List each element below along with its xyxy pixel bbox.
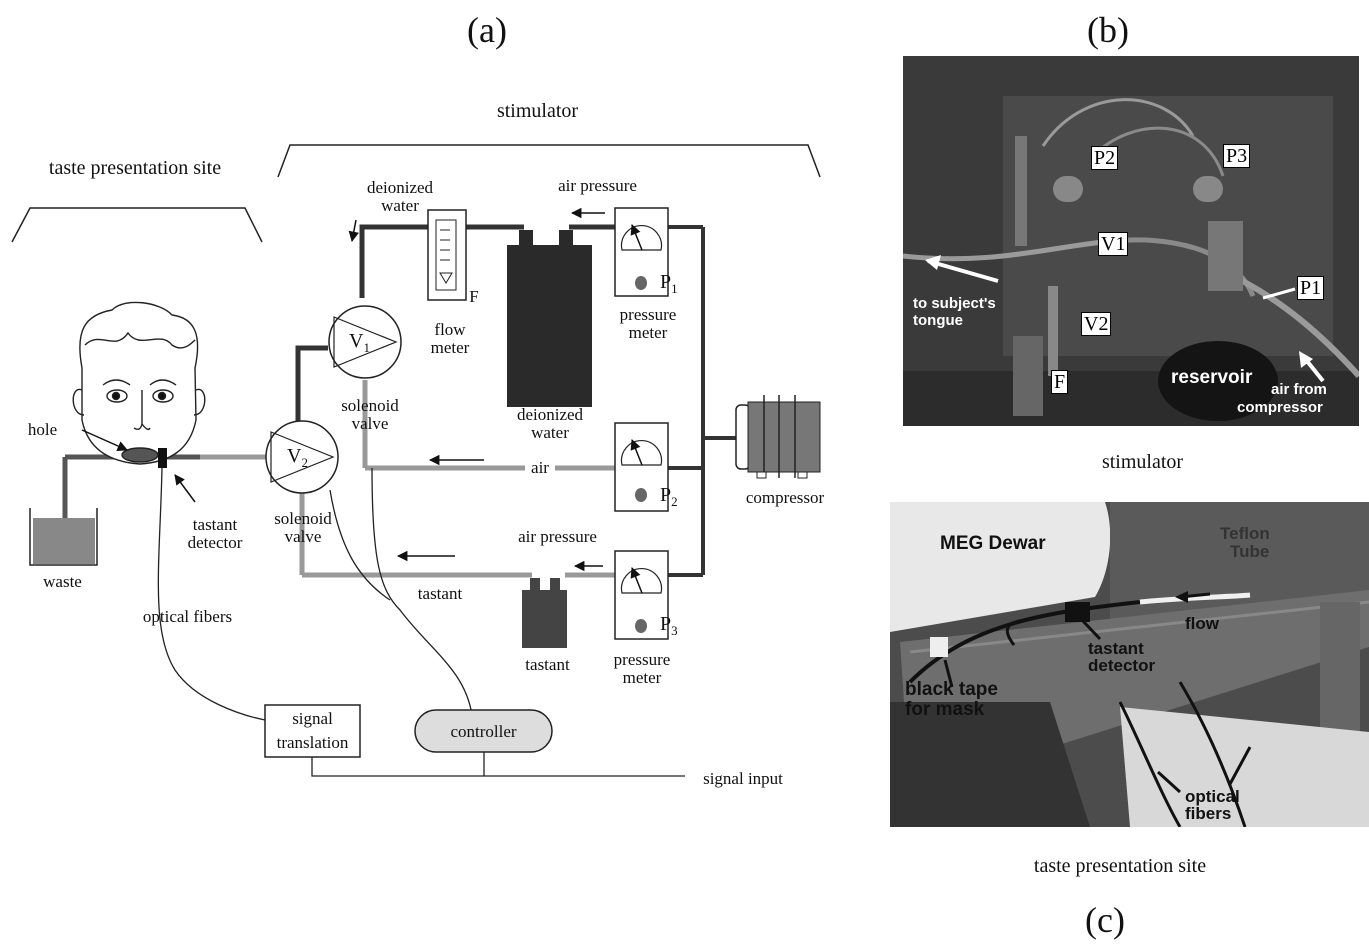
pressure-meter-top-label-1: pressure bbox=[598, 305, 698, 324]
optical-fibers-label: optical fibers bbox=[125, 607, 250, 626]
subject-face bbox=[73, 302, 205, 464]
tastant-bottle-label: tastant bbox=[510, 655, 585, 674]
waste-label: waste bbox=[30, 572, 95, 591]
compressor bbox=[736, 395, 820, 478]
hole-label: hole bbox=[20, 420, 65, 439]
stimulator-title: stimulator bbox=[470, 100, 605, 122]
tastant-detector-label-2: detector bbox=[170, 533, 260, 552]
deionized-water-top-label-1: deionized bbox=[355, 178, 445, 197]
air-label: air bbox=[525, 458, 555, 477]
panel-label-c: (c) bbox=[1070, 900, 1140, 940]
p1-label: P1 bbox=[660, 271, 678, 300]
pressure-meter-bottom-label-1: pressure bbox=[592, 650, 692, 669]
signal-input-label: signal input bbox=[688, 769, 798, 788]
photo-c-teflon-1: Teflon bbox=[1220, 524, 1270, 543]
deionized-water-tank-label-1: deionized bbox=[495, 405, 605, 424]
photo-c-black-tape-1: black tape bbox=[905, 680, 998, 699]
taste-site-photo: MEG Dewar Teflon Tube flow tastant detec… bbox=[890, 502, 1369, 827]
tastant-line-label: tastant bbox=[405, 584, 475, 603]
air-pressure-bottom-label: air pressure bbox=[500, 527, 615, 546]
photo-c-caption: taste presentation site bbox=[1020, 855, 1220, 877]
photo-c-tastant-2: detector bbox=[1088, 656, 1155, 675]
stimulator-bracket bbox=[278, 145, 820, 177]
solenoid-valve-2-label-1: solenoid bbox=[258, 509, 348, 528]
deionized-water-top-label-2: water bbox=[355, 196, 445, 215]
pressure-meter-top-label-2: meter bbox=[598, 323, 698, 342]
v1-label: V1 bbox=[349, 330, 370, 359]
solenoid-valve-1-label-1: solenoid bbox=[325, 396, 415, 415]
signal-translation-label-2: translation bbox=[265, 733, 360, 752]
photo-b-caption: stimulator bbox=[1075, 451, 1210, 473]
air-pressure-top-label: air pressure bbox=[540, 176, 655, 195]
tastant-detector-label-1: tastant bbox=[170, 515, 260, 534]
solenoid-valve-2-label-2: valve bbox=[258, 527, 348, 546]
compressor-label: compressor bbox=[730, 488, 840, 507]
photo-c-flow: flow bbox=[1185, 614, 1219, 633]
tastant-bottle bbox=[522, 590, 567, 648]
v2-label: V2 bbox=[287, 445, 308, 474]
signal-translation-label-1: signal bbox=[265, 709, 360, 728]
deionized-water-tank-label-2: water bbox=[495, 423, 605, 442]
p3-label: P3 bbox=[660, 613, 678, 642]
flow-meter-label-1: flow bbox=[410, 320, 490, 339]
photo-c-teflon-2: Tube bbox=[1230, 542, 1269, 561]
panel-label-a: (a) bbox=[452, 10, 522, 50]
panel-label-b: (b) bbox=[1073, 10, 1143, 50]
photo-c-optical-2: fibers bbox=[1185, 804, 1231, 823]
flow-meter-symbol: F bbox=[464, 287, 484, 306]
deionized-water-tank bbox=[507, 245, 592, 407]
photo-c-black-tape-2: for mask bbox=[905, 700, 984, 719]
photo-c-meg-dewar: MEG Dewar bbox=[940, 534, 1046, 553]
pressure-meter-bottom-label-2: meter bbox=[592, 668, 692, 687]
taste-site-bracket bbox=[12, 208, 262, 242]
p2-label: P2 bbox=[660, 484, 678, 513]
solenoid-valve-1-label-2: valve bbox=[325, 414, 415, 433]
stimulator-photo: P2 P3 V1 V2 P1 F to subject's tongue res… bbox=[903, 56, 1359, 426]
taste-site-title: taste presentation site bbox=[20, 157, 250, 179]
controller-label: controller bbox=[415, 722, 552, 741]
flow-meter-label-2: meter bbox=[410, 338, 490, 357]
